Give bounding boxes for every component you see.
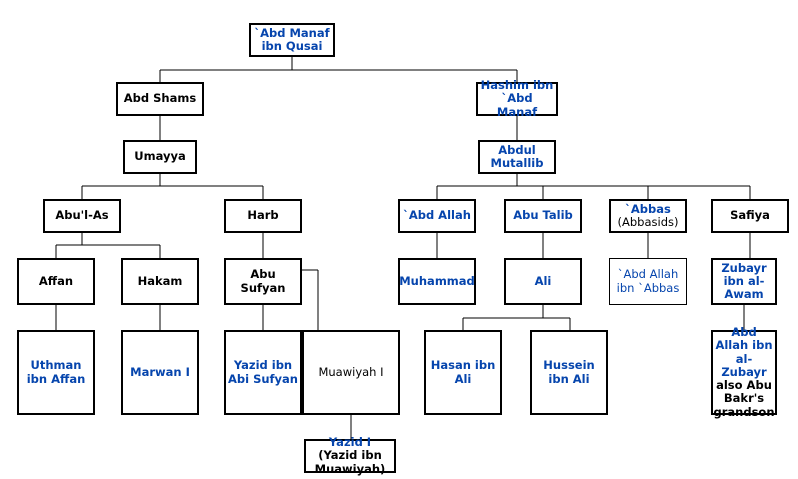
node-uthman[interactable]: Uthman ibn Affan (17, 330, 95, 415)
node-harb[interactable]: Harb (224, 199, 302, 233)
node-affan[interactable]: Affan (17, 258, 95, 305)
node-abul-as[interactable]: Abu'l-As (43, 199, 121, 233)
node-hasan[interactable]: Hasan ibn Ali (424, 330, 502, 415)
node-abu-sufyan[interactable]: Abu Sufyan (224, 258, 302, 305)
node-abd-shams[interactable]: Abd Shams (116, 82, 204, 116)
node-abd-allah-ibn-al-zubayr[interactable]: Abd Allah ibn al-Zubayr also Abu Bakr's … (711, 326, 777, 418)
abbasids-sublabel: (Abbasids) (617, 215, 679, 229)
abu-bakr-grandson-note: also Abu Bakr's grandson (713, 378, 775, 419)
node-abd-allah[interactable]: `Abd Allah (398, 199, 476, 233)
node-yazid-i[interactable]: Yazid I (Yazid ibn Muawiyah) (304, 436, 396, 476)
node-hussein[interactable]: Hussein ibn Ali (530, 330, 608, 415)
node-muhammad[interactable]: Muhammad (398, 258, 476, 305)
node-safiya[interactable]: Safiya (711, 199, 789, 233)
node-muawiyah[interactable]: Muawiyah I (300, 330, 400, 415)
node-zubayr[interactable]: Zubayr ibn al-Awam (711, 258, 777, 305)
yazid-i-sublabel: (Yazid ibn Muawiyah) (314, 448, 386, 476)
node-abd-manaf[interactable]: `Abd Manaf ibn Qusai (249, 23, 335, 57)
node-marwan[interactable]: Marwan I (121, 330, 199, 415)
node-abbas[interactable]: `Abbas (Abbasids) (609, 199, 687, 233)
node-abdul-mutallib[interactable]: Abdul Mutallib (478, 140, 556, 174)
node-umayya[interactable]: Umayya (123, 140, 197, 174)
node-abu-talib[interactable]: Abu Talib (504, 199, 582, 233)
node-yazid-ibn-abi-sufyan[interactable]: Yazid ibn Abi Sufyan (224, 330, 302, 415)
node-hakam[interactable]: Hakam (121, 258, 199, 305)
node-ali[interactable]: Ali (504, 258, 582, 305)
node-abd-allah-ibn-abbas[interactable]: `Abd Allah ibn `Abbas (609, 258, 687, 305)
node-hashim[interactable]: Hashim ibn `Abd Manaf (476, 79, 558, 118)
